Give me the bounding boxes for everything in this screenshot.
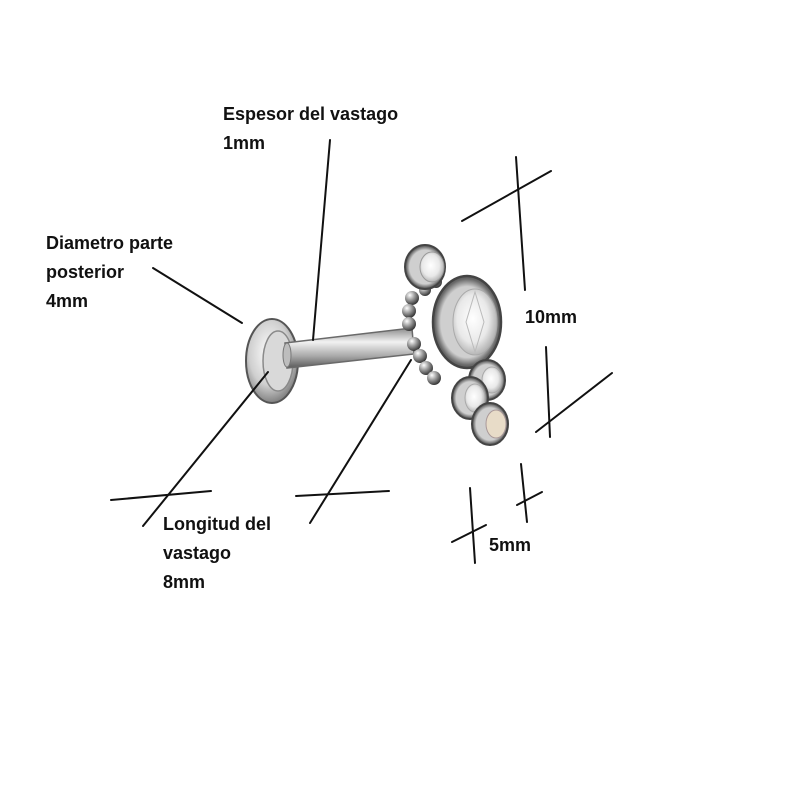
width-vertical-right [520,463,528,523]
shaft-length-leader-left [142,371,269,527]
back-diameter-line1: Diametro parte [46,233,174,253]
shaft [282,327,415,369]
top-width-label: 5mm [489,531,531,560]
top-height-value: 10mm [525,307,578,327]
shaft-length-line1: Longitud del [163,514,271,534]
width-tick-right [516,491,543,506]
back-diameter-line2: posterior [46,262,125,282]
shaft-length-value: 8mm [163,572,206,592]
annotation-lines [110,139,613,564]
shaft-thickness-title: Espesor del vastago [223,104,399,124]
shaft-length-leader-right [309,359,412,524]
shaft-length-tick-right [295,490,390,497]
shaft-length-label: Longitud del vastago 8mm [163,510,271,597]
back-diameter-leader [152,267,243,324]
crystal-main [431,274,503,370]
back-diameter-label: Diametro parte posterior 4mm [46,229,173,316]
crystal-bottom [471,402,509,446]
top-width-value: 5mm [489,535,532,555]
height-tick-bottom [535,372,613,433]
height-tick-top [461,170,552,222]
shaft-length-tick-left [110,490,212,501]
width-vertical-left [469,487,476,564]
crystal-top-small [404,244,446,290]
shaft-thickness-value: 1mm [223,133,266,153]
back-diameter-value: 4mm [46,291,89,311]
shaft-thickness-leader [312,139,331,341]
shaft-length-line2: vastago [163,543,232,563]
top-height-label: 10mm [525,303,577,332]
height-vertical-top [515,156,526,291]
width-tick-left [451,524,487,543]
shaft-thickness-label: Espesor del vastago 1mm [223,100,398,158]
